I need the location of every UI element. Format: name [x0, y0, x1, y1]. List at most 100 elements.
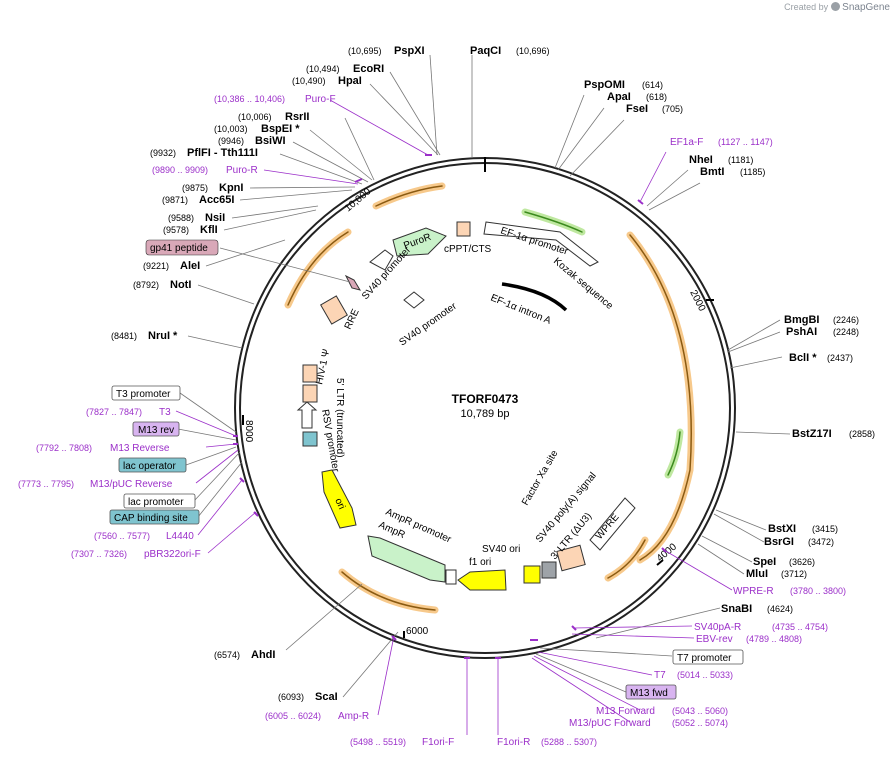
t3-name: T3 — [159, 407, 171, 418]
kfli-pos: (9578) — [163, 225, 189, 235]
orf-arc-wpre-line — [607, 539, 646, 579]
leader-puro-r — [263, 169, 359, 185]
pspomi-name: PspOMI — [584, 79, 625, 91]
leader-pflfi — [279, 153, 363, 185]
pbr322-name: pBR322ori-F — [144, 549, 201, 560]
bmti-pos: (1185) — [740, 167, 765, 177]
leader-m13-puc-reverse — [195, 449, 239, 484]
lac-operator-label: lac operator — [123, 461, 176, 472]
leader-ebv-rev — [571, 633, 695, 639]
cppt-box — [456, 221, 471, 237]
gp41-label: gp41 peptide — [150, 243, 208, 254]
leader-pbr322 — [207, 511, 257, 554]
brand-prefix: Created by — [784, 2, 829, 12]
spei-name: SpeI — [753, 556, 776, 568]
bsiwi-name: BsiWI — [255, 135, 286, 147]
rre-label: RRE — [343, 307, 362, 331]
sv40-promoter-inner-label: SV40 promoter — [397, 300, 459, 348]
ampr-promoter-box — [445, 569, 457, 585]
rsv-promoter-arrow — [296, 401, 318, 429]
t7-promoter-box — [672, 649, 744, 665]
bmti-name: BmtI — [700, 166, 724, 178]
leader-hpai — [369, 83, 439, 156]
pflfi-pos: (9932) — [150, 148, 176, 158]
pbr322-pos: (7307 .. 7326) — [71, 549, 127, 559]
leader-bmti — [648, 182, 701, 211]
wpre-feature — [589, 497, 636, 551]
apai-name: ApaI — [607, 91, 631, 103]
noti-name: NotI — [170, 279, 191, 291]
callout-leaders — [175, 54, 791, 735]
snabi-name: SnaBI — [721, 603, 752, 615]
f1ori-f-name: F1ori-F — [422, 737, 454, 748]
bstz17i-pos: (2858) — [849, 429, 875, 439]
ebv-rev-name: EBV-rev — [696, 634, 733, 645]
m13-rev-label: M13 rev — [138, 425, 174, 436]
primer-tick-pbr322 — [253, 511, 259, 517]
leader-bsiwi — [292, 141, 369, 183]
nrui-name: NruI * — [148, 330, 178, 342]
leader-bsrgi — [713, 513, 765, 543]
m13-rev-box — [132, 421, 180, 437]
bmgbi-pos: (2246) — [833, 315, 859, 325]
t7-pos: (5014 .. 5033) — [677, 670, 733, 680]
puro-r-name: Puro-R — [226, 165, 258, 176]
leader-alei — [205, 239, 286, 267]
hpai-pos: (10,490) — [292, 76, 326, 86]
sv40-promoter-outer-arrow — [369, 249, 394, 271]
t7-name: T7 — [654, 670, 666, 681]
orf-arc-puror — [372, 182, 446, 210]
lac-operator-box — [118, 457, 187, 473]
m13-puc-forward-name: M13/pUC Forward — [569, 718, 651, 729]
orf-arc-left-line — [287, 231, 349, 306]
alei-name: AleI — [180, 260, 200, 272]
sv40pa-r-pos: (4735 .. 4754) — [772, 622, 828, 632]
leader-gp41 — [219, 247, 351, 283]
f1ori-r-pos: (5288 .. 5307) — [541, 737, 597, 747]
rsrii-pos: (10,006) — [238, 112, 272, 122]
f1ori-feature — [457, 569, 507, 591]
puro-f-pos: (10,386 .. 10,406) — [214, 94, 285, 104]
apai-pos: (618) — [646, 92, 667, 102]
m13-puc-forward-pos: (5052 .. 5074) — [672, 718, 728, 728]
snabi-pos: (4624) — [767, 604, 793, 614]
green-arc-right — [664, 428, 684, 479]
paqci-name: PaqCI — [470, 45, 501, 57]
m13-puc-reverse-pos: (7773 .. 7795) — [18, 479, 74, 489]
leader-bmgbi — [727, 319, 781, 351]
brand-name: SnapGene — [842, 2, 890, 13]
sv40ori-label: SV40 ori — [482, 544, 520, 555]
f1ori-f-pos: (5498 .. 5519) — [350, 737, 406, 747]
primer-tick-puro-r — [354, 178, 363, 183]
m13-fwd-box — [625, 684, 677, 700]
leader-m13-forward — [533, 655, 641, 711]
ecori-pos: (10,494) — [306, 64, 340, 74]
m13-fwd-label: M13 fwd — [630, 688, 668, 699]
snapgene-brand: Created by SnapGene — [784, 2, 890, 13]
hpai-name: HpaI — [338, 75, 362, 87]
bsrgi-pos: (3472) — [808, 537, 834, 547]
scai-pos: (6093) — [278, 692, 304, 702]
bstxi-name: BstXI — [768, 523, 796, 535]
gray-feature-box — [541, 561, 557, 579]
acc65i-pos: (9871) — [162, 195, 188, 205]
l4440-pos: (7560 .. 7577) — [94, 531, 150, 541]
leader-nhei — [646, 169, 689, 207]
bstz17i-name: BstZ17I — [792, 428, 832, 440]
leader-spei — [701, 535, 753, 563]
leader-apai — [557, 107, 605, 171]
spei-pos: (3626) — [789, 557, 815, 567]
pshai-name: PshAI — [786, 326, 817, 338]
gp41-feature — [344, 274, 362, 291]
ori-label: ori — [332, 497, 347, 512]
sv40pa-r-name: SV40pA-R — [694, 622, 741, 633]
lac-promoter-label: lac promoter — [128, 497, 184, 508]
nsii-name: NsiI — [205, 212, 225, 224]
fsei-name: FseI — [626, 103, 648, 115]
wpre-r-name: WPRE-R — [733, 586, 774, 597]
leader-noti — [197, 284, 255, 305]
leader-m13-rev — [177, 428, 237, 441]
primer-tick-wpre-r — [661, 547, 667, 553]
ecori-name: EcoRI — [353, 63, 384, 75]
